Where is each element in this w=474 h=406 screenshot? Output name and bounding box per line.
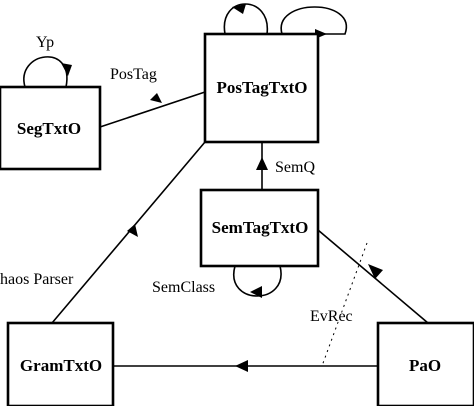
node-pao-box bbox=[376, 321, 474, 406]
self-loop-semtag-arrowhead bbox=[250, 286, 262, 298]
edge-pao-gram-arrowhead bbox=[235, 360, 248, 372]
node-gramtxto-box bbox=[6, 321, 115, 406]
node-semtagtxto: SemTagTxtO bbox=[199, 188, 320, 268]
edge-label-semq: SemQ bbox=[275, 159, 315, 176]
node-segtxto: SegTxtO bbox=[0, 85, 102, 171]
node-segtxto-box bbox=[0, 85, 102, 171]
node-gramtxto: GramTxtO bbox=[6, 321, 115, 406]
edge-postag-arrowhead bbox=[150, 93, 162, 103]
edge-label-chaos-parser: haos Parser bbox=[0, 271, 74, 288]
node-semtagtxto-box bbox=[199, 188, 320, 268]
edges bbox=[23, 3, 429, 372]
node-postagtxto: PosTagTxtO bbox=[203, 32, 320, 144]
edge-semq-arrowhead bbox=[256, 157, 268, 170]
self-loop-segtxt-arrowhead bbox=[61, 63, 72, 76]
node-gramtxto-label: GramTxtO bbox=[20, 356, 102, 375]
self-loop-segtxt-yp bbox=[23, 56, 68, 88]
node-semtagtxto-label: SemTagTxtO bbox=[212, 218, 309, 237]
node-segtxto-label: SegTxtO bbox=[17, 119, 81, 138]
node-pao-label: PaO bbox=[409, 356, 441, 375]
node-postagtxto-box bbox=[203, 32, 320, 144]
edge-label-semclass: SemClass bbox=[152, 279, 215, 296]
edge-pao-semtag-arrowhead bbox=[368, 264, 383, 279]
node-pao: PaO bbox=[376, 321, 474, 406]
edge-pao-semtag-line bbox=[317, 229, 429, 324]
self-loop-postag-1-arrowhead bbox=[232, 4, 246, 14]
self-loop-postag-1 bbox=[223, 3, 268, 35]
edge-label-evrec: EvRec bbox=[310, 308, 353, 325]
edge-label-postag: PosTag bbox=[110, 66, 157, 83]
self-loop-semtag-semclass bbox=[232, 265, 282, 297]
edge-chaos-parser-line bbox=[51, 141, 206, 324]
edge-postag-line bbox=[99, 91, 206, 128]
self-loop-postag-2 bbox=[280, 6, 348, 35]
node-postagtxto-label: PosTagTxtO bbox=[216, 78, 307, 97]
edge-chaos-parser-arrowhead bbox=[127, 224, 138, 237]
edge-evrec-dotted-line bbox=[321, 242, 368, 367]
edge-label-yp: Yp bbox=[36, 34, 54, 51]
